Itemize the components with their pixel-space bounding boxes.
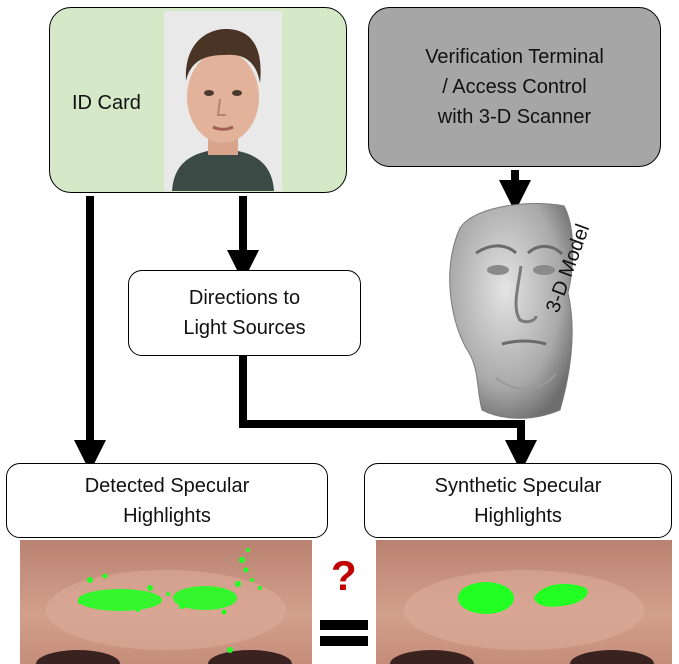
detected-line-1: Detected Specular [84, 474, 250, 497]
directions-box: Directions to Light Sources [128, 270, 361, 356]
synthetic-nose-image [376, 540, 672, 664]
detected-nose-image [20, 540, 312, 664]
directions-line-1: Directions to [188, 287, 301, 309]
equals-sign-bottom [320, 636, 368, 646]
question-mark: ? [331, 552, 357, 599]
detected-highlights-box: Detected Specular Highlights [6, 463, 328, 538]
verification-terminal-box: Verification Terminal / Access Control w… [368, 7, 661, 167]
directions-line-2: Light Sources [183, 317, 306, 339]
equals-sign-top [320, 620, 368, 630]
nose-skin-detected-icon [20, 540, 312, 664]
synthetic-highlights-box: Synthetic Specular Highlights [364, 463, 672, 538]
3d-model-render [436, 198, 586, 423]
arrow-directions-to-synthetic [239, 356, 537, 472]
terminal-line-2: / Access Control [442, 76, 587, 98]
synthetic-line-2: Highlights [474, 504, 562, 527]
id-card-box: ID Card [49, 7, 347, 193]
id-card-label: ID Card [72, 92, 141, 114]
person-portrait-icon [164, 11, 282, 191]
id-photo [164, 11, 282, 191]
nose-skin-synthetic-icon [376, 540, 672, 664]
terminal-line-1: Verification Terminal [425, 46, 604, 68]
terminal-line-3: with 3-D Scanner [437, 106, 592, 128]
synthetic-line-1: Synthetic Specular [434, 474, 602, 497]
3d-head-model-icon [449, 203, 574, 419]
detected-line-2: Highlights [123, 504, 211, 527]
